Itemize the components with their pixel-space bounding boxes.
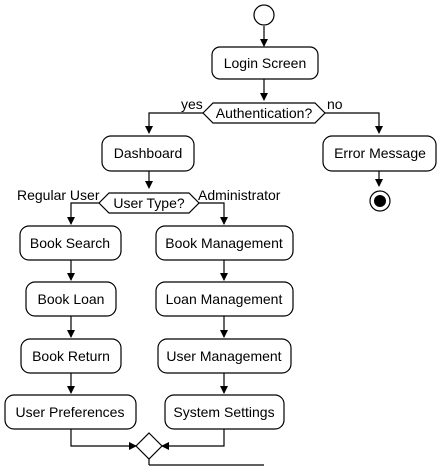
edges bbox=[67, 26, 383, 466]
book-return-label: Book Return bbox=[32, 348, 110, 364]
error-message-label: Error Message bbox=[334, 145, 426, 161]
dashboard-label: Dashboard bbox=[114, 145, 183, 161]
user-preferences-label: User Preferences bbox=[16, 404, 125, 420]
authentication-decision: Authentication? bbox=[202, 102, 326, 124]
edge-label-no: no bbox=[327, 96, 343, 112]
book-search-label: Book Search bbox=[30, 235, 110, 251]
start-node bbox=[253, 4, 275, 26]
book-return-node: Book Return bbox=[20, 338, 122, 374]
user-type-decision: User Type? bbox=[98, 192, 200, 214]
edge-auth-no bbox=[325, 112, 383, 134]
edge-administrator bbox=[199, 202, 228, 225]
edge-label-regular-user: Regular User bbox=[17, 187, 100, 203]
loan-management-node: Loan Management bbox=[155, 281, 294, 317]
user-type-label: User Type? bbox=[113, 195, 185, 211]
system-settings-node: System Settings bbox=[164, 394, 285, 430]
dashboard-node: Dashboard bbox=[101, 135, 195, 172]
error-message-node: Error Message bbox=[322, 135, 437, 172]
book-management-node: Book Management bbox=[155, 225, 294, 261]
edge-label-yes: yes bbox=[181, 96, 203, 112]
system-settings-label: System Settings bbox=[173, 404, 274, 420]
book-loan-label: Book Loan bbox=[38, 291, 105, 307]
edge-settings-to-merge bbox=[161, 429, 225, 450]
user-preferences-node: User Preferences bbox=[4, 394, 137, 430]
edge-prefs-to-merge bbox=[70, 429, 137, 450]
edge-label-administrator: Administrator bbox=[198, 187, 281, 203]
login-screen-label: Login Screen bbox=[224, 55, 307, 71]
user-management-label: User Management bbox=[166, 348, 281, 364]
book-loan-node: Book Loan bbox=[25, 281, 117, 317]
end-node bbox=[369, 190, 391, 212]
loan-management-label: Loan Management bbox=[166, 291, 283, 307]
edge-regular-user bbox=[67, 202, 99, 225]
login-screen-node: Login Screen bbox=[211, 46, 319, 80]
authentication-label: Authentication? bbox=[216, 105, 313, 121]
book-search-node: Book Search bbox=[19, 225, 122, 261]
user-management-node: User Management bbox=[157, 338, 292, 374]
merge-node bbox=[135, 432, 163, 460]
book-management-label: Book Management bbox=[165, 235, 283, 251]
edge-auth-yes bbox=[145, 112, 203, 134]
